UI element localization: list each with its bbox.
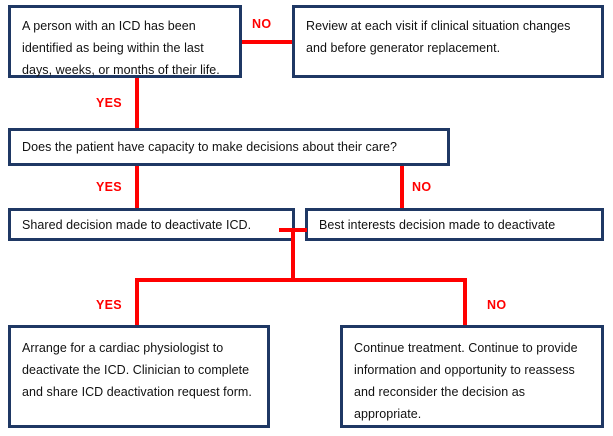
- node-continue-text: Continue treatment. Continue to provide …: [354, 341, 578, 421]
- node-capacity[interactable]: Does the patient have capacity to make d…: [8, 128, 450, 166]
- edge-merge-drop: [291, 228, 295, 282]
- edge-label-capacity-yes: YES: [96, 180, 122, 194]
- node-identified[interactable]: A person with an ICD has been identified…: [8, 5, 242, 78]
- edge-label-capacity-no: NO: [412, 180, 432, 194]
- node-arrange-text: Arrange for a cardiac physiologist to de…: [22, 341, 252, 399]
- edge-identified-to-capacity: [135, 76, 139, 130]
- node-continue[interactable]: Continue treatment. Continue to provide …: [340, 325, 604, 428]
- node-best-interests[interactable]: Best interests decision made to deactiva…: [305, 208, 604, 241]
- edge-label-decision-no: NO: [487, 298, 507, 312]
- edge-label-decision-yes: YES: [96, 298, 122, 312]
- edge-label-identified-yes: YES: [96, 96, 122, 110]
- node-arrange[interactable]: Arrange for a cardiac physiologist to de…: [8, 325, 270, 428]
- node-shared-decision[interactable]: Shared decision made to deactivate ICD.: [8, 208, 295, 241]
- node-best-interests-text: Best interests decision made to deactiva…: [319, 217, 556, 232]
- edge-split-bar: [135, 278, 467, 282]
- node-capacity-text: Does the patient have capacity to make d…: [22, 140, 398, 154]
- edge-decision-no: [463, 278, 467, 328]
- edge-capacity-yes: [135, 164, 139, 210]
- edge-identified-to-review: [242, 40, 294, 44]
- edge-label-identified-no: NO: [252, 17, 272, 31]
- node-review-text: Review at each visit if clinical situati…: [306, 19, 571, 55]
- edge-capacity-no: [400, 164, 404, 210]
- edge-decision-yes: [135, 278, 139, 328]
- node-identified-text: A person with an ICD has been identified…: [22, 19, 220, 77]
- node-review[interactable]: Review at each visit if clinical situati…: [292, 5, 604, 78]
- node-shared-decision-text: Shared decision made to deactivate ICD.: [22, 217, 252, 232]
